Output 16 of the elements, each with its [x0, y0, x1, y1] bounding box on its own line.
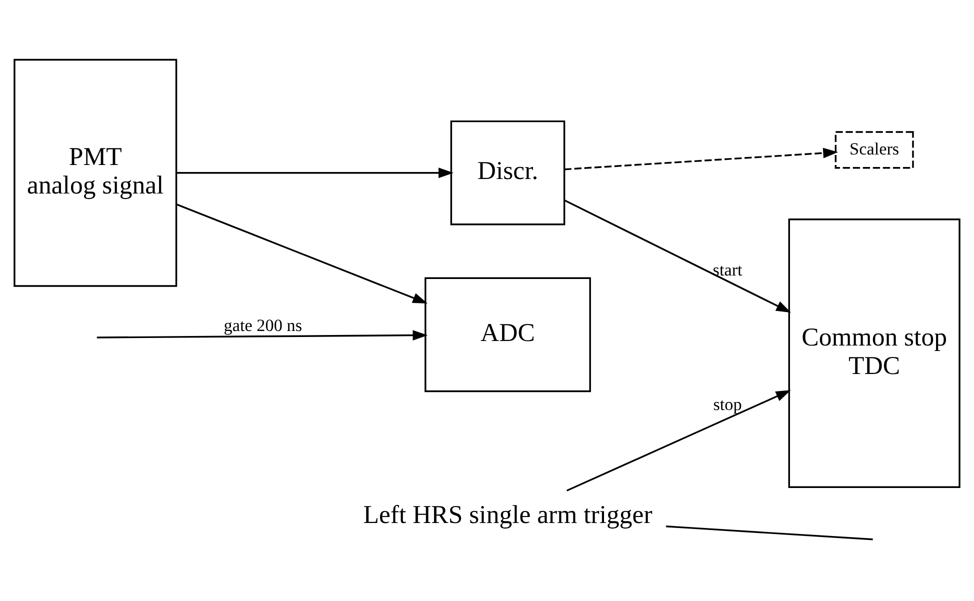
node-box: PMT analog signal: [14, 58, 178, 286]
connector: [666, 525, 873, 540]
edge-label: gate 200 ns: [224, 316, 302, 335]
node-box: Common stop TDC: [788, 218, 960, 488]
arrow: [176, 203, 428, 304]
edge-label: start: [712, 260, 742, 279]
arrow: [564, 198, 792, 312]
arrow: [176, 167, 454, 178]
arrow: [566, 390, 791, 491]
arrow: [96, 330, 428, 340]
edge-label: stop: [713, 394, 742, 414]
node-box: ADC: [424, 276, 591, 392]
arrow: [564, 147, 838, 170]
node-box: Scalers: [834, 130, 914, 168]
node-text: Left HRS single arm trigger: [363, 499, 652, 528]
node-box: Discr.: [450, 120, 566, 225]
